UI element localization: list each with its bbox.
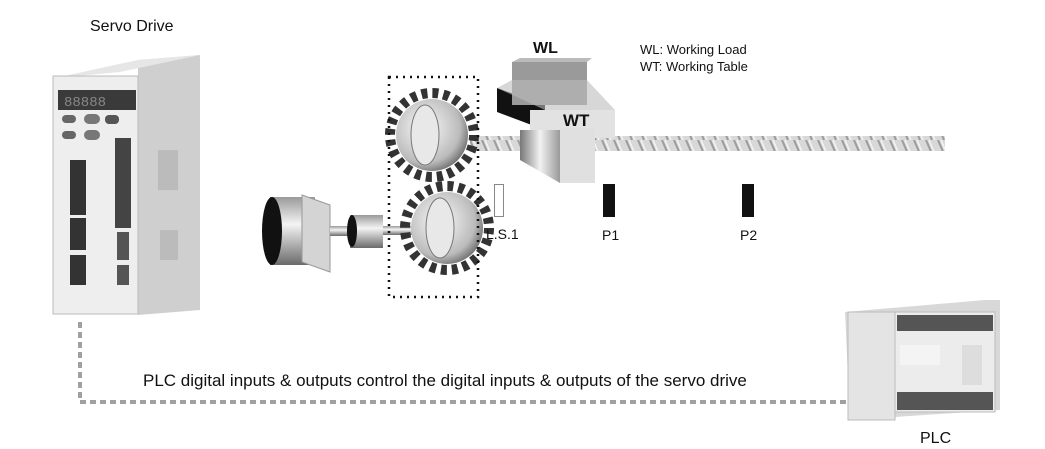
cn2-connector — [117, 232, 129, 260]
regen-connector — [70, 255, 86, 285]
legend-wl: WL: Working Load — [640, 42, 747, 57]
lower-gear — [400, 181, 494, 275]
plc-servo-connection-line — [78, 322, 848, 404]
working-table: WT — [497, 88, 615, 183]
legend-wt: WT: Working Table — [640, 59, 748, 74]
label-plate — [158, 150, 178, 190]
set-button — [105, 115, 119, 124]
limit-switch-ls1 — [494, 184, 504, 217]
motor-shaft — [330, 226, 350, 236]
upper-gear — [385, 88, 479, 182]
position-sensor-p2 — [742, 184, 754, 217]
ls1-label: L.S.1 — [486, 226, 519, 242]
cn1-connector — [115, 138, 131, 228]
plc-bottom-terminals — [897, 392, 993, 410]
wt-label: WT — [563, 111, 590, 130]
mode-button — [62, 115, 76, 123]
plc-label: PLC — [920, 430, 951, 447]
motor-connector — [70, 218, 86, 250]
servo-drive: Servo Drive 88888 — [52, 18, 200, 315]
gearbox — [385, 75, 494, 299]
wl-label: WL — [533, 40, 558, 57]
p1-label: P1 — [602, 227, 619, 243]
servo-motor — [262, 194, 435, 273]
working-load: WL — [497, 40, 615, 110]
down-button — [84, 130, 100, 140]
power-connector — [70, 160, 86, 215]
caption: PLC digital inputs & outputs control the… — [143, 371, 747, 390]
position-sensor-p1 — [603, 184, 615, 217]
p2-label: P2 — [740, 227, 757, 243]
cn3-connector — [117, 265, 129, 285]
plc-device — [845, 300, 1000, 421]
plc-top-terminals — [897, 315, 993, 331]
shift-button — [62, 131, 76, 139]
led-display — [58, 90, 136, 110]
servo-drive-label: Servo Drive — [90, 18, 174, 35]
svg-text:88888: 88888 — [64, 95, 106, 111]
up-button — [84, 114, 100, 124]
